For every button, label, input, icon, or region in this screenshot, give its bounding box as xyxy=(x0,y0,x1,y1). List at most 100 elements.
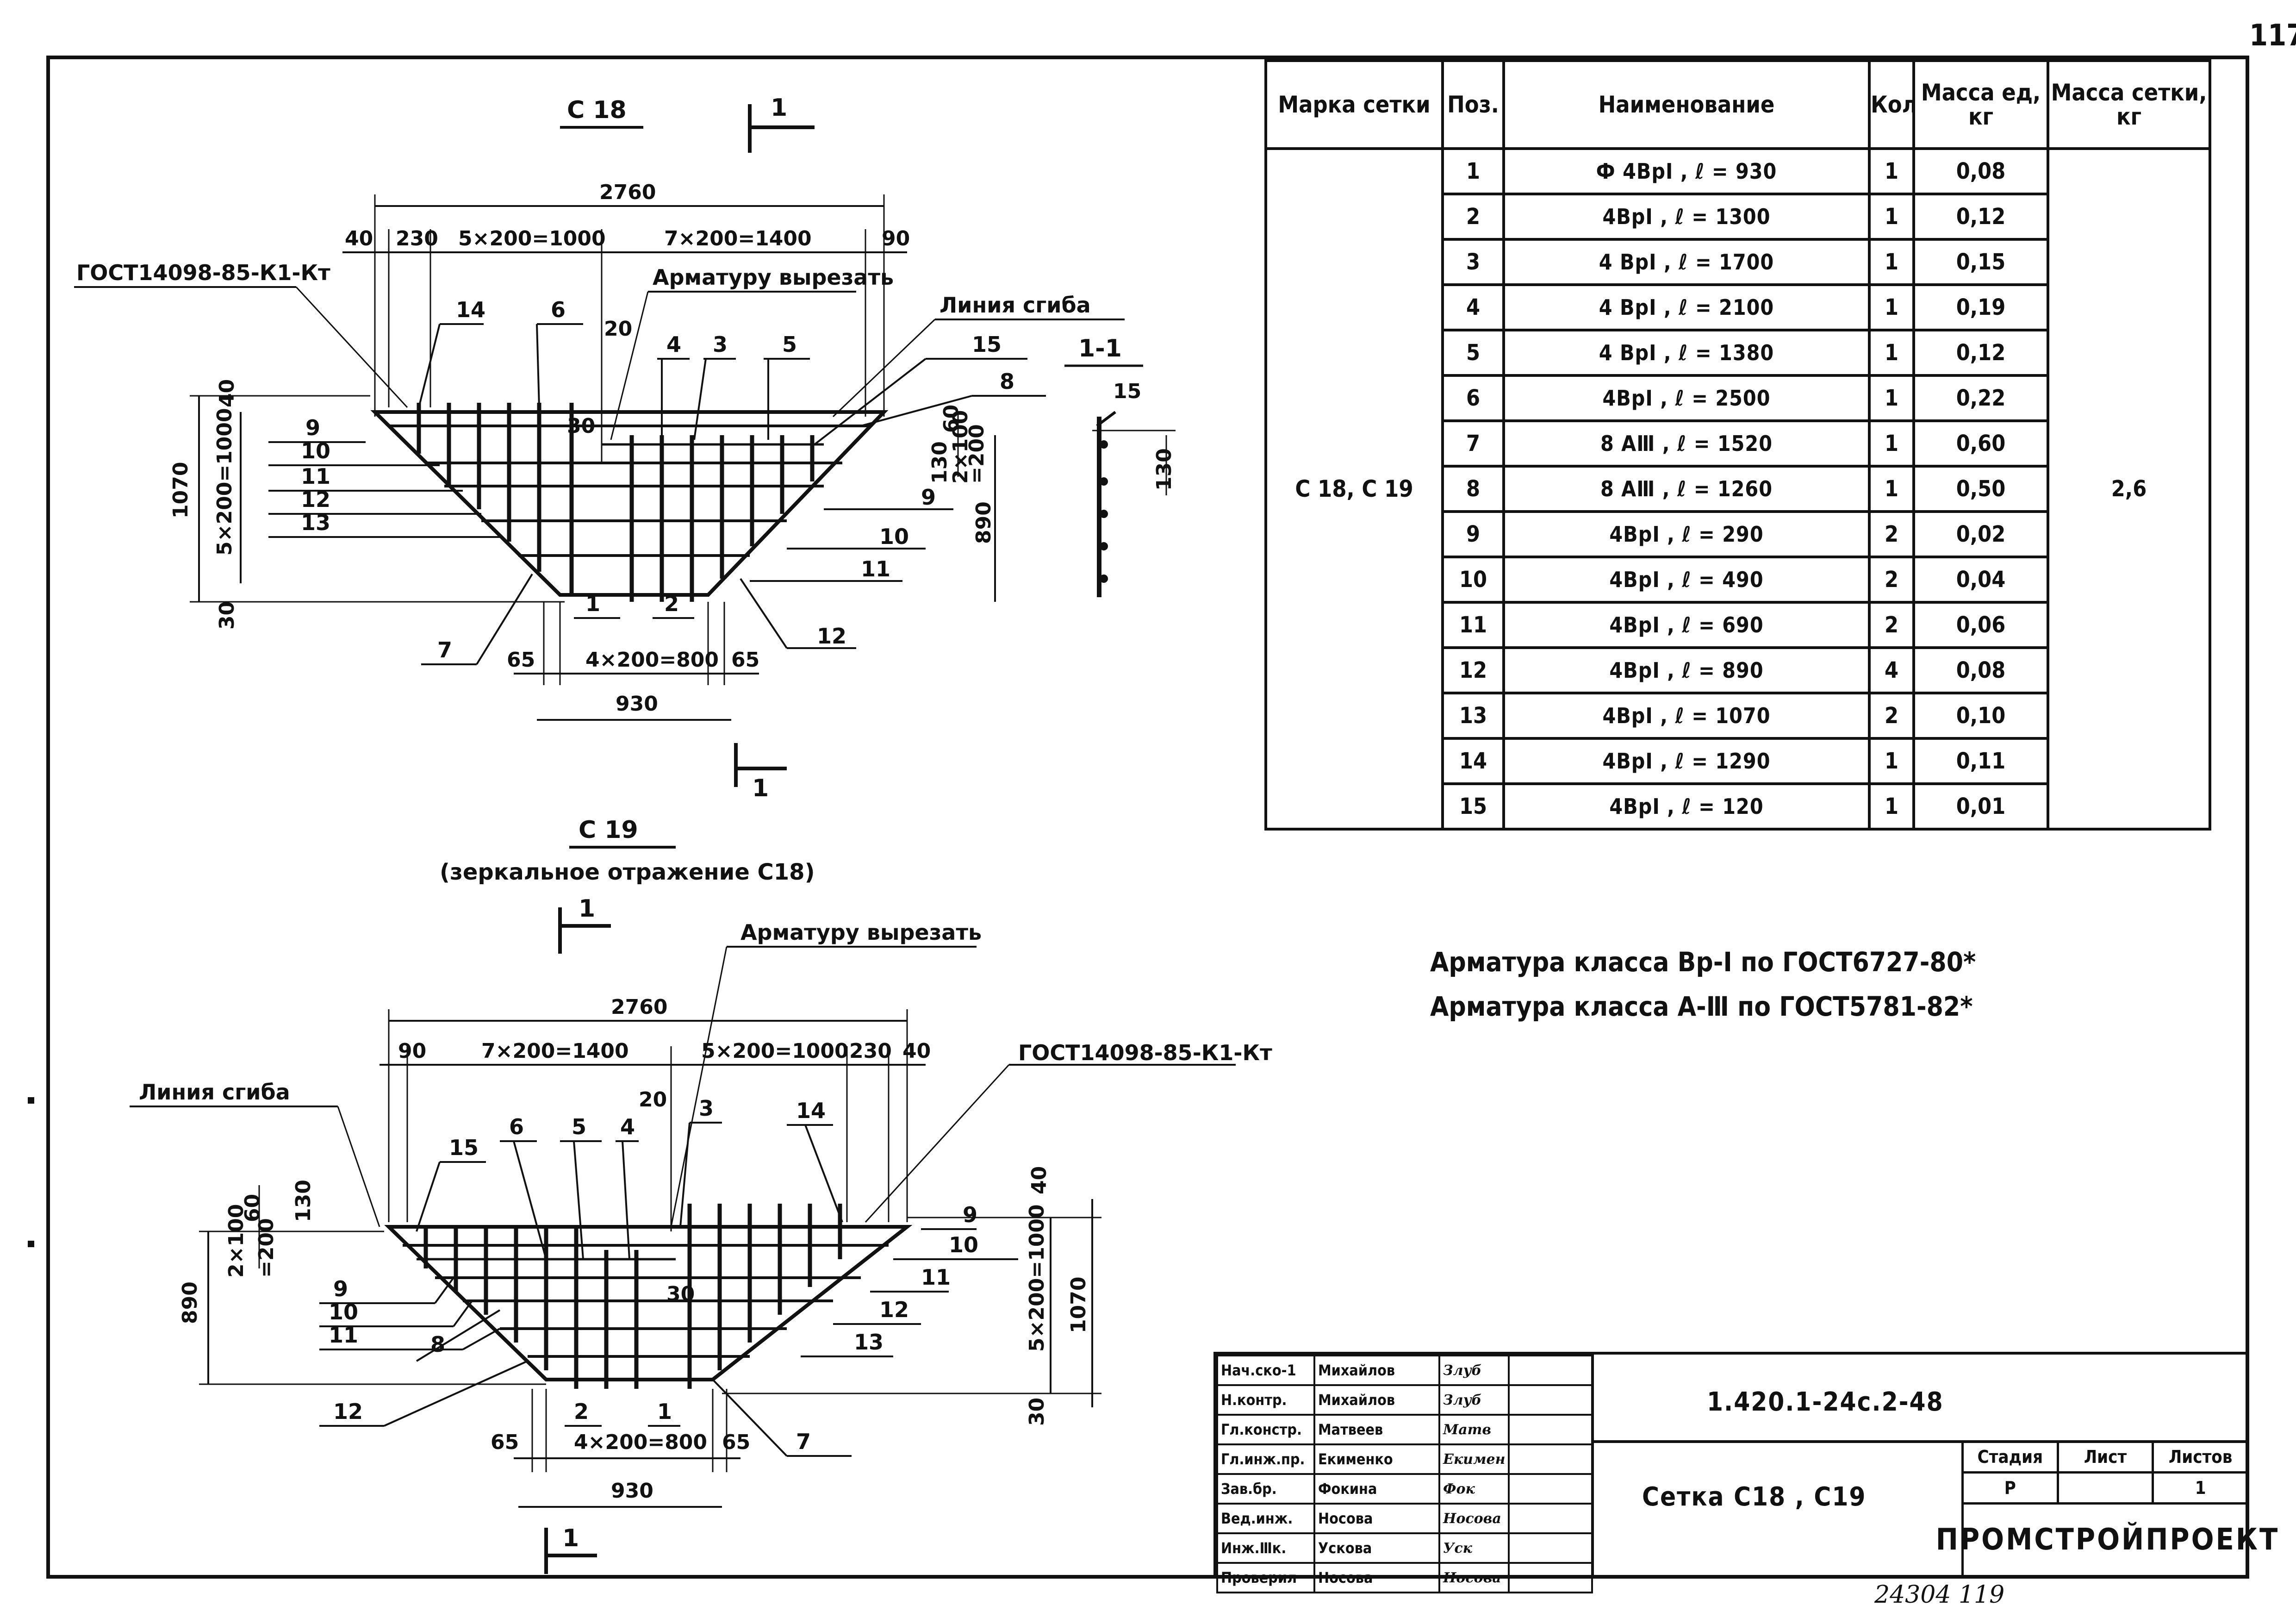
c18-bottom-65a: 65 xyxy=(507,648,535,672)
c19-pos-15: 15 xyxy=(449,1135,479,1160)
divider xyxy=(1591,1355,1594,1579)
c18-right-130: 130 xyxy=(928,441,952,484)
row-unit-mass: 0,22 xyxy=(1912,374,2049,422)
drawing-c18: С 18 1 2760 40 230 5×200=1000 7×200=1400… xyxy=(74,94,1176,802)
row-unit-mass: 0,60 xyxy=(1912,419,2049,468)
c18-title: С 18 xyxy=(567,96,627,124)
header-name: Наименование xyxy=(1502,59,1871,150)
row-unit-mass: 0,50 xyxy=(1912,465,2049,513)
c19-dim-overall: 2760 xyxy=(611,995,667,1019)
c19-gost-label: ГОСТ14098-85-К1-Кт xyxy=(1018,1040,1272,1065)
row-qty: 1 xyxy=(1868,329,1915,377)
row-qty: 1 xyxy=(1868,193,1915,241)
row-name: Ф 4ВрI , ℓ = 930 xyxy=(1502,147,1871,195)
archive-stamp: 24304 119 xyxy=(1874,1581,2005,1609)
staff-role: Нач.ско-1 xyxy=(1216,1355,1315,1386)
c18-section-mark-top: 1 xyxy=(771,94,787,122)
c19-cut-label: Арматуру вырезать xyxy=(740,920,982,945)
staff-role: Инж.Ⅲк. xyxy=(1216,1532,1315,1564)
c18-gost-label: ГОСТ14098-85-К1-Кт xyxy=(76,260,330,285)
staff-signature: Злуб xyxy=(1438,1355,1510,1386)
c19-dim-40: 40 xyxy=(902,1039,931,1063)
margin-tick xyxy=(28,1241,34,1247)
row-unit-mass: 0,12 xyxy=(1912,329,2049,377)
row-pos: 11 xyxy=(1441,601,1505,649)
staff-name: Михайлов xyxy=(1313,1384,1440,1416)
c19-pos-14: 14 xyxy=(796,1098,826,1123)
staff-signature: Уск xyxy=(1438,1532,1510,1564)
c19-pos-12-right: 12 xyxy=(879,1297,909,1322)
c18-bottom-4x200: 4×200=800 xyxy=(585,648,719,672)
c19-pos-10-left: 10 xyxy=(329,1299,358,1324)
sheets-value: 1 xyxy=(2152,1471,2249,1505)
c19-dim-20: 20 xyxy=(639,1088,667,1112)
row-name: 4ВрI , ℓ = 490 xyxy=(1502,556,1871,604)
row-qty: 2 xyxy=(1868,556,1915,604)
row-qty: 1 xyxy=(1868,465,1915,513)
sheets-header: Листов xyxy=(2152,1440,2249,1474)
c19-section-mark-bottom: 1 xyxy=(562,1524,579,1552)
row-qty: 4 xyxy=(1868,646,1915,694)
c18-pos-4: 4 xyxy=(666,332,681,357)
row-qty: 1 xyxy=(1868,374,1915,422)
c18-pos-9-right: 9 xyxy=(921,485,936,510)
sheet-header: Лист xyxy=(2056,1440,2154,1474)
staff-name: Екименко xyxy=(1313,1443,1440,1475)
c18-pos-14: 14 xyxy=(456,297,485,322)
c18-section-130: 130 xyxy=(1152,448,1176,491)
row-pos: 15 xyxy=(1441,782,1505,831)
c18-pos-10-left: 10 xyxy=(301,438,330,463)
c19-subtitle: (зеркальное отражение С18) xyxy=(440,859,815,885)
sheet-title: Сетка С18 , С19 xyxy=(1642,1482,1867,1512)
row-pos: 3 xyxy=(1441,238,1505,286)
drawing-c19: С 19 (зеркальное отражение С18) 1 2760 9… xyxy=(130,816,1272,1574)
row-qty: 1 xyxy=(1868,283,1915,331)
c19-dim-230: 230 xyxy=(849,1039,892,1063)
organization: ПРОМСТРОЙПРОЕКТ xyxy=(1936,1500,2277,1579)
row-qty: 2 xyxy=(1868,510,1915,558)
c18-pos-11-left: 11 xyxy=(301,464,330,489)
note-line: Арматура класса Вр-I по ГОСТ6727-80* xyxy=(1430,946,1976,978)
row-name: 8 АⅢ , ℓ = 1520 xyxy=(1502,419,1871,468)
c19-left-2x100: 2×100 xyxy=(224,1204,248,1278)
staff-name: Носова xyxy=(1313,1503,1440,1534)
row-qty: 2 xyxy=(1868,692,1915,740)
staff-date xyxy=(1508,1443,1593,1475)
c19-pos-2: 2 xyxy=(574,1399,589,1424)
row-name: 4ВрI , ℓ = 120 xyxy=(1502,782,1871,831)
row-name: 4ВрI , ℓ = 890 xyxy=(1502,646,1871,694)
c19-right-grid: 5×200=1000 xyxy=(1025,1204,1049,1352)
row-unit-mass: 0,10 xyxy=(1912,692,2049,740)
staff-date xyxy=(1508,1503,1593,1534)
row-pos: 13 xyxy=(1441,692,1505,740)
c18-pos-2: 2 xyxy=(664,591,679,616)
row-unit-mass: 0,01 xyxy=(1912,782,2049,831)
c18-section-mark-bottom: 1 xyxy=(752,775,769,802)
c18-pos-12-left: 12 xyxy=(301,487,330,512)
c18-bottom-65b: 65 xyxy=(731,648,759,672)
staff-role: Зав.бр. xyxy=(1216,1473,1315,1505)
c18-dim-5x200: 5×200=1000 xyxy=(458,227,606,250)
c19-pos-7: 7 xyxy=(796,1429,811,1454)
c18-right-890: 890 xyxy=(972,501,996,544)
row-unit-mass: 0,11 xyxy=(1912,737,2049,785)
c19-left-200: =200 xyxy=(255,1218,278,1278)
c18-section-label: 1-1 xyxy=(1078,335,1122,362)
staff-date xyxy=(1508,1414,1593,1445)
row-pos: 6 xyxy=(1441,374,1505,422)
c19-left-890: 890 xyxy=(178,1281,202,1324)
row-pos: 4 xyxy=(1441,283,1505,331)
row-pos: 9 xyxy=(1441,510,1505,558)
c19-left-130: 130 xyxy=(292,1180,315,1222)
staff-date xyxy=(1508,1355,1593,1386)
